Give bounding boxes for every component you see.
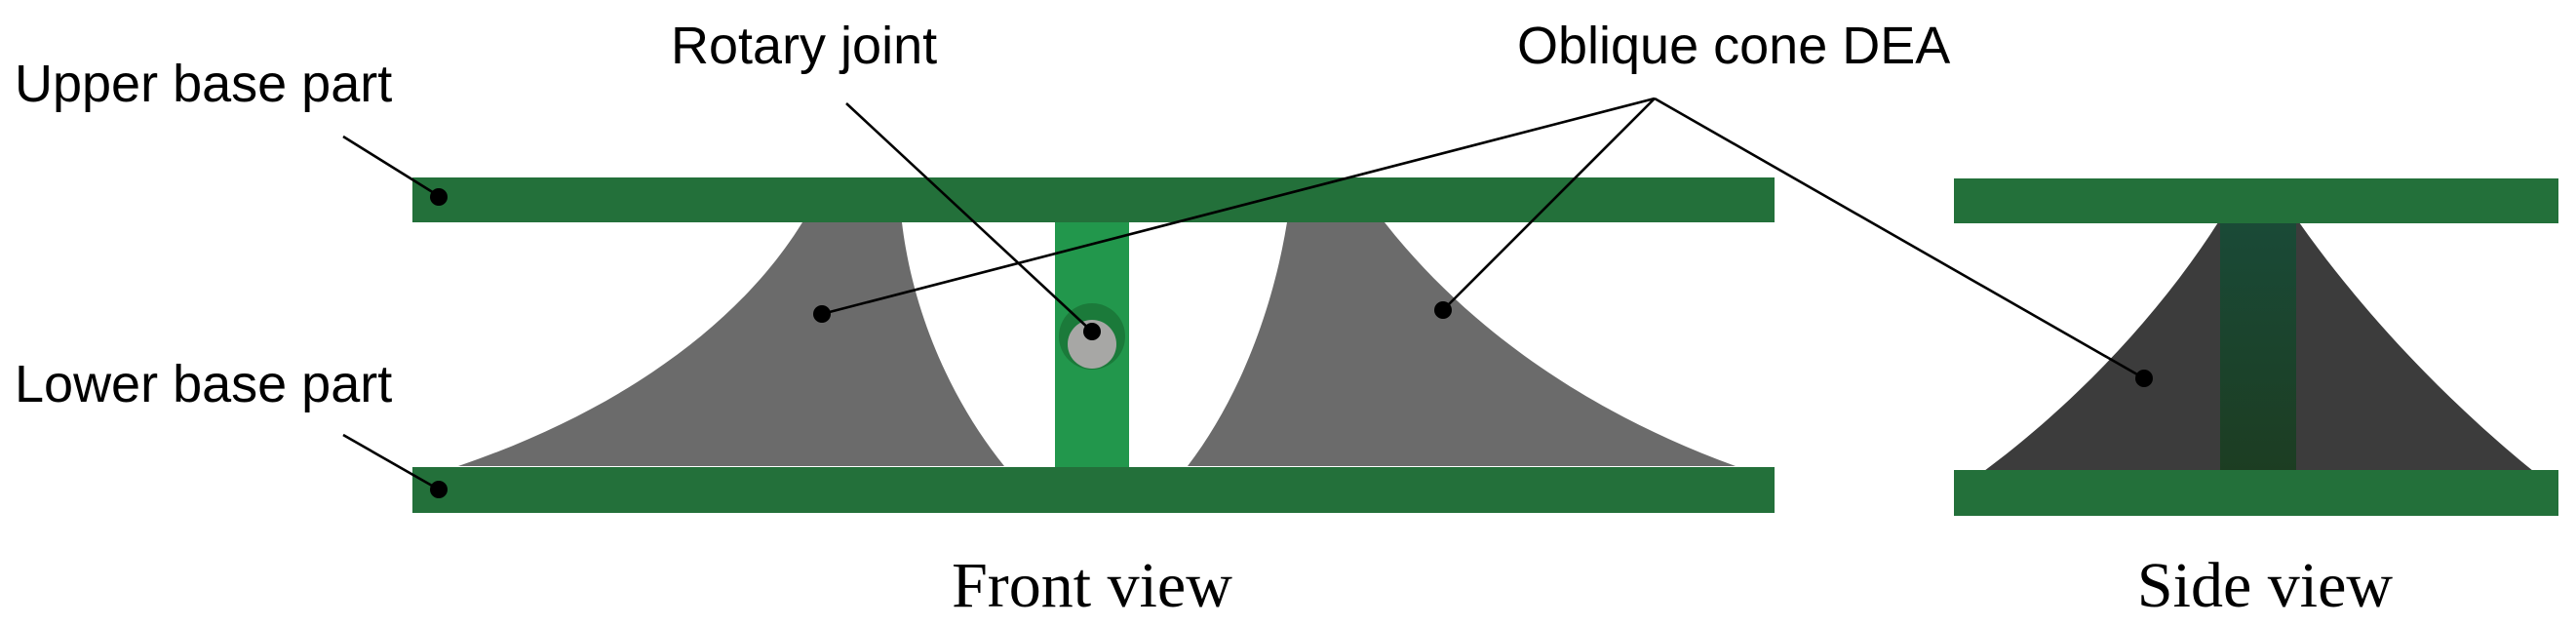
side-lower-base-plate — [1954, 470, 2558, 516]
side-view — [1954, 178, 2558, 516]
leader-lower-base — [342, 433, 440, 491]
leader-dea-side — [1654, 97, 2145, 380]
leader-lines — [342, 97, 2145, 491]
labels: Upper base part Lower base part Rotary j… — [15, 17, 2393, 621]
callout-dots — [430, 188, 2153, 498]
label-lower-base: Lower base part — [15, 355, 392, 413]
caption-front-view: Front view — [952, 550, 1232, 621]
side-upper-base-plate — [1954, 178, 2558, 223]
dot-lower-base — [430, 481, 448, 498]
front-lower-base-plate — [412, 467, 1775, 513]
front-view — [412, 177, 1775, 513]
front-left-cone — [458, 222, 1004, 466]
dot-upper-base — [430, 188, 448, 206]
label-rotary-joint: Rotary joint — [671, 17, 937, 75]
leader-upper-base — [342, 135, 440, 198]
dot-dea-right — [1434, 301, 1452, 319]
side-joint-column — [2220, 220, 2296, 472]
leader-dea-right — [1442, 98, 1656, 311]
label-upper-base: Upper base part — [15, 55, 392, 113]
dot-rotary-joint — [1083, 323, 1101, 340]
caption-side-view: Side view — [2137, 550, 2393, 621]
label-oblique-cone-dea: Oblique cone DEA — [1517, 17, 1950, 75]
dot-dea-left — [813, 305, 831, 323]
front-right-cone — [1188, 222, 1736, 466]
front-upper-base-plate — [412, 177, 1775, 222]
leader-dea-left — [821, 97, 1656, 316]
leader-rotary-joint — [845, 102, 1093, 333]
rotary-joint-pin — [1068, 320, 1116, 369]
dot-dea-side — [2135, 370, 2153, 387]
